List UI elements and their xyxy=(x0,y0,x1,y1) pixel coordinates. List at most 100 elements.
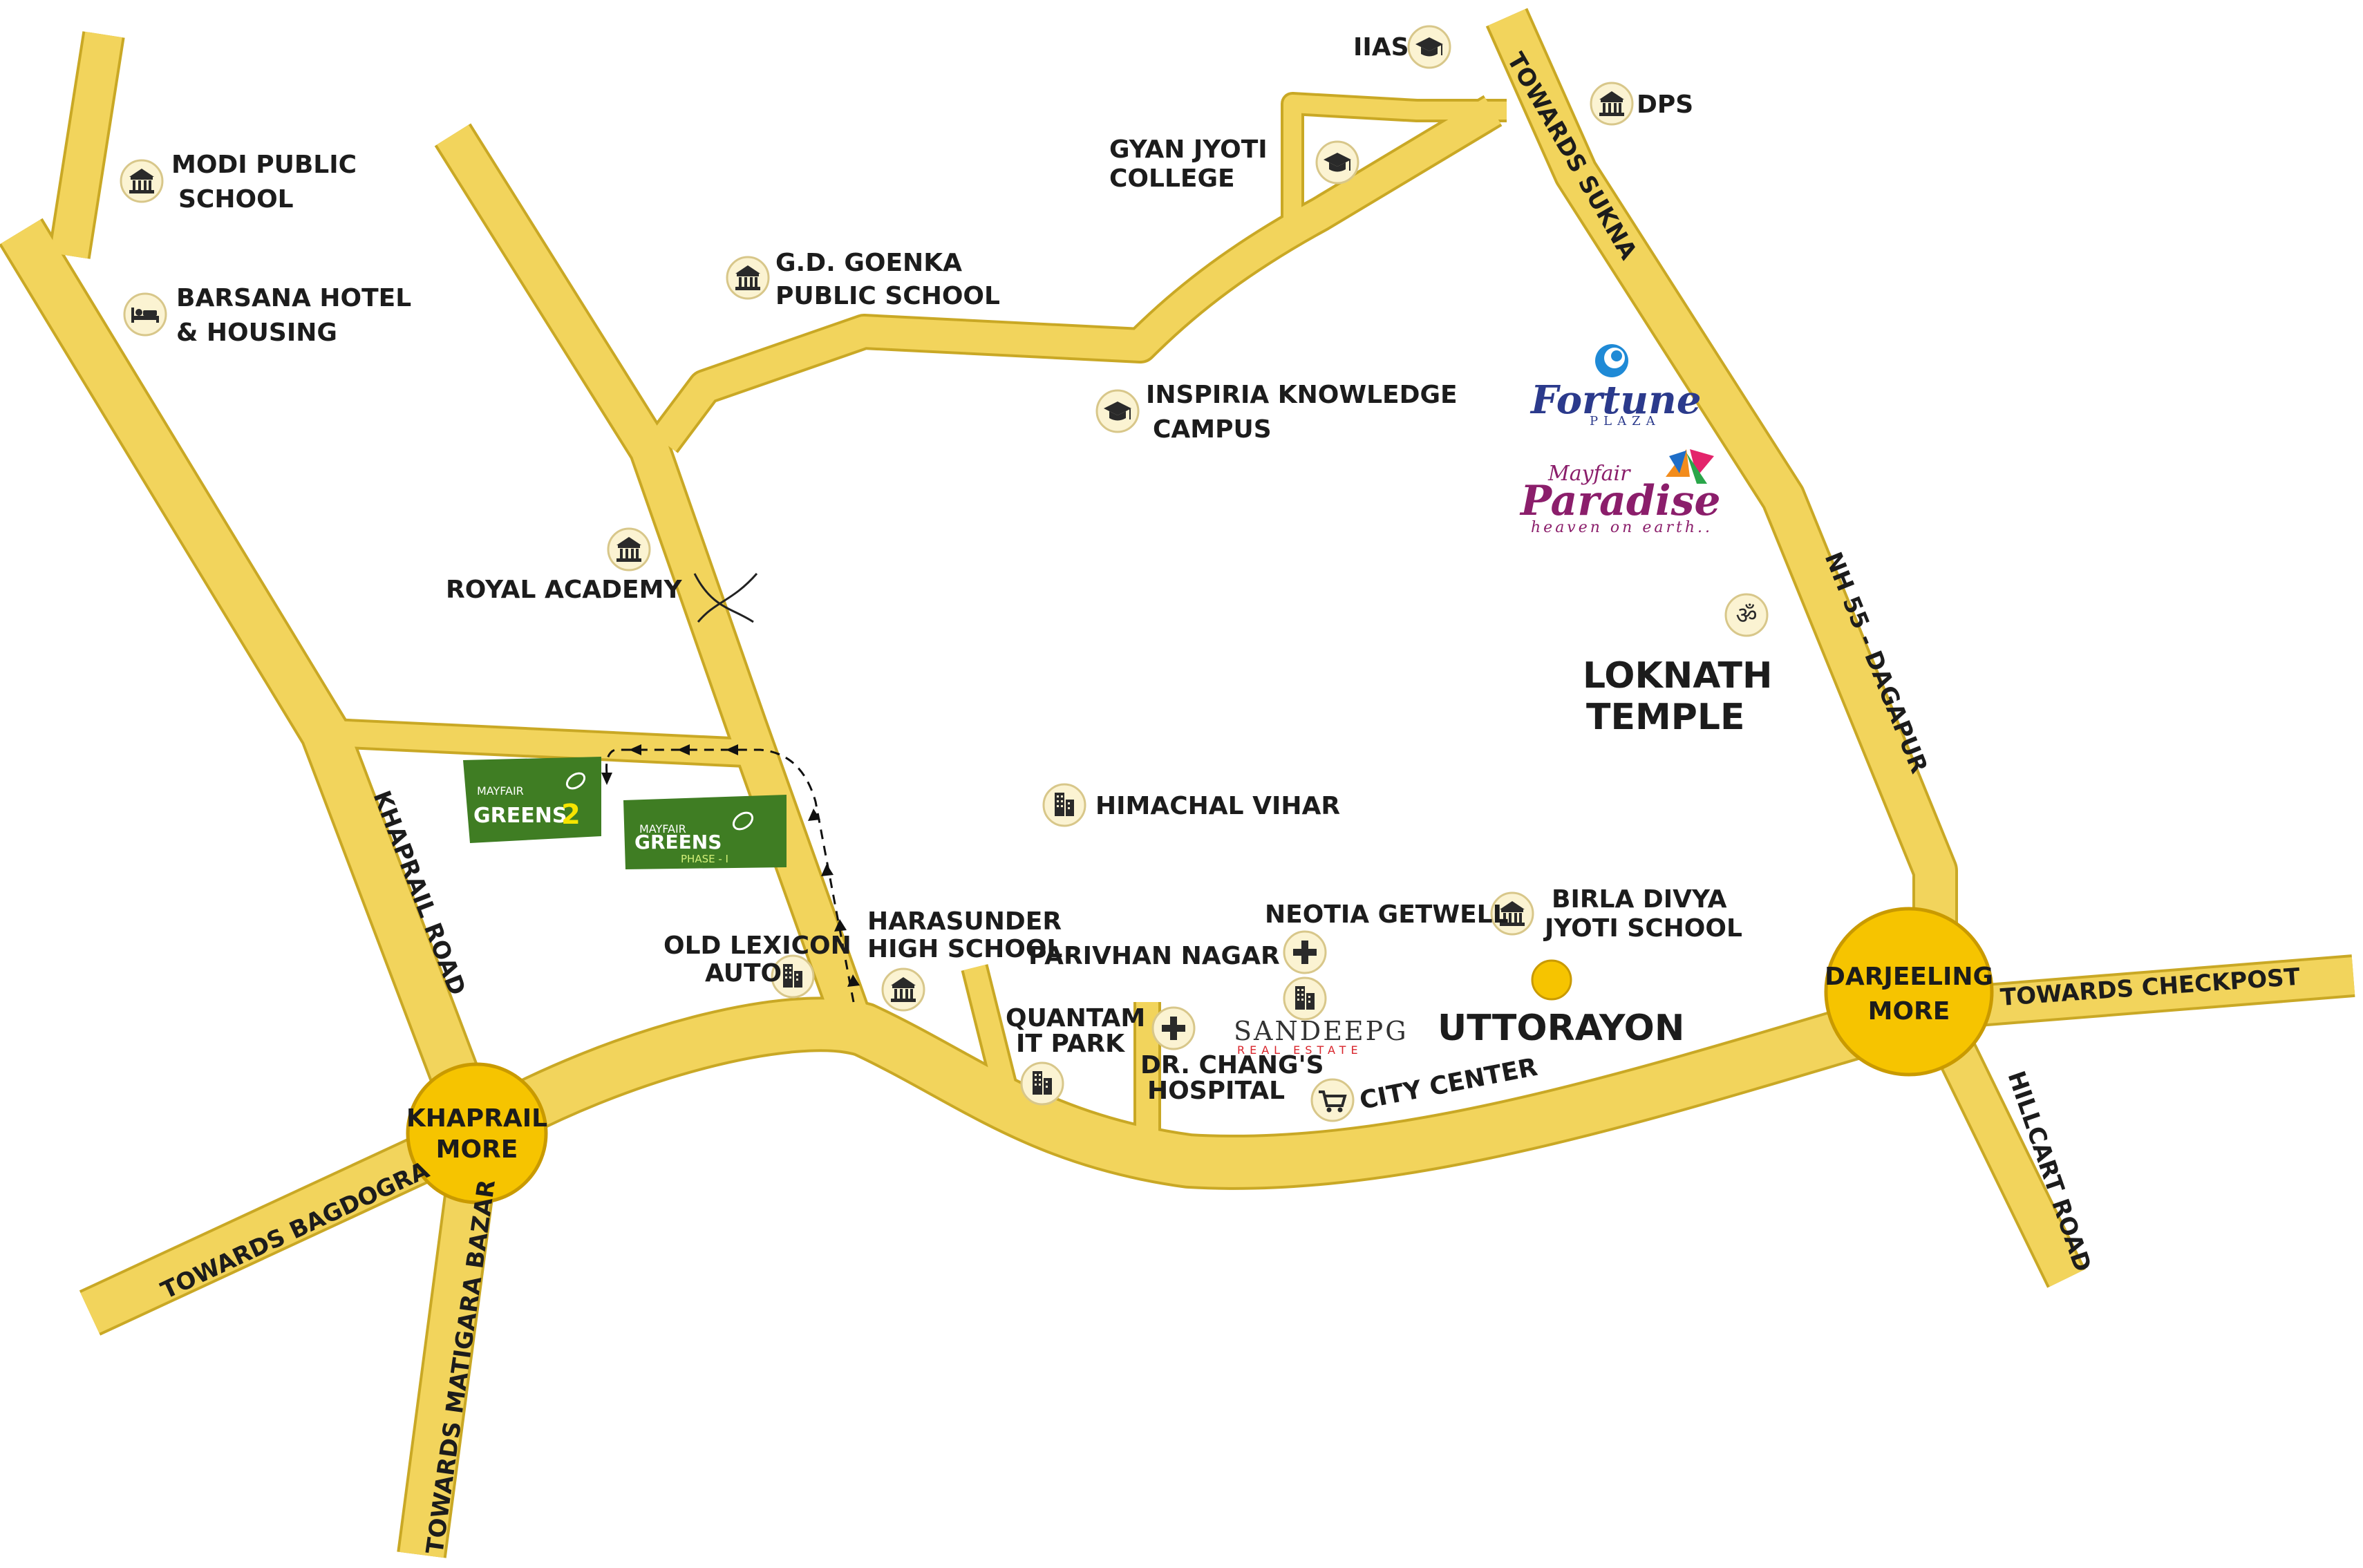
greens-name: GREENS xyxy=(473,804,567,828)
place-label: INSPIRIA KNOWLEDGE xyxy=(1146,381,1458,409)
place-label: HOSPITAL xyxy=(1147,1077,1285,1105)
place-label: DPS xyxy=(1637,91,1693,119)
place-neotia-getwell[interactable]: NEOTIA GETWELL xyxy=(1265,900,1509,974)
shopping-cart-icon xyxy=(1310,1078,1355,1122)
place-label: BIRLA DIVYA xyxy=(1552,885,1727,914)
place-label: OLD LEXICON xyxy=(663,932,851,960)
place-label: LOKNATH xyxy=(1583,655,1773,697)
place-label: PARIVHAN NAGAR xyxy=(1028,942,1280,970)
paradise-tagline: heaven on earth.. xyxy=(1531,519,1713,536)
place-label: BARSANA HOTEL xyxy=(176,284,411,312)
place-iias[interactable]: IIAS xyxy=(1353,25,1451,69)
gyan-jyoti-loop xyxy=(1283,95,1507,235)
sandeepg-sub: REAL ESTATE xyxy=(1237,1043,1363,1057)
paradise-flower-icon xyxy=(1666,449,1714,484)
mayfair-greens-1-board[interactable]: MAYFAIR GREENS PHASE - I xyxy=(623,795,787,869)
place-label: UTTORAYON xyxy=(1438,1008,1684,1049)
road-to-bagdogra xyxy=(80,1113,487,1334)
place-gd-goenka[interactable]: G.D. GOENKA PUBLIC SCHOOL xyxy=(726,249,1000,310)
place-loknath-temple[interactable]: LOKNATH TEMPLE xyxy=(1583,593,1773,738)
school-building-icon xyxy=(726,256,770,300)
place-label: HIMACHAL VIHAR xyxy=(1095,792,1340,820)
hotel-bed-icon xyxy=(123,292,167,337)
road-network xyxy=(0,8,2355,1558)
place-label: HIGH SCHOOL xyxy=(867,935,1062,963)
road-label-bagdogra: TOWARDS BAGDOGRA xyxy=(157,1156,434,1305)
place-label: HARASUNDER xyxy=(867,907,1062,936)
fortune-sub: PLAZA xyxy=(1590,414,1661,428)
place-barsana-hotel[interactable]: BARSANA HOTEL & HOUSING xyxy=(123,284,411,347)
place-royal-academy[interactable]: ROYAL ACADEMY xyxy=(446,527,682,604)
fortune-swirl-icon xyxy=(1595,344,1628,377)
place-dps[interactable]: DPS xyxy=(1590,82,1693,126)
khaprail-more-junction[interactable]: KHAPRAIL MORE xyxy=(406,1062,548,1205)
place-label: TEMPLE xyxy=(1586,697,1745,738)
place-label: JYOTI SCHOOL xyxy=(1543,914,1742,943)
place-birla-divya[interactable]: BIRLA DIVYA JYOTI SCHOOL xyxy=(1490,885,1742,943)
place-dr-changs-hospital[interactable]: DR. CHANG'S HOSPITAL xyxy=(1140,1006,1324,1105)
darjeeling-more-junction[interactable]: DARJEELING MORE xyxy=(1824,907,1994,1077)
place-label: CAMPUS xyxy=(1153,415,1272,444)
school-building-icon xyxy=(120,159,164,203)
om-icon xyxy=(1724,593,1769,637)
leaf-icon xyxy=(565,772,586,790)
apartment-icon xyxy=(1042,783,1086,827)
place-gyan-jyoti-college[interactable]: GYAN JYOTI COLLEGE xyxy=(1109,135,1359,193)
junction-label-line1: DARJEELING xyxy=(1825,963,1993,991)
apartment-icon xyxy=(1020,1061,1064,1106)
sandeepg-name: SANDEEPG xyxy=(1234,1016,1409,1046)
leaf-icon xyxy=(732,811,754,831)
junction-label-line2: MORE xyxy=(436,1135,518,1164)
school-building-icon xyxy=(881,967,925,1012)
place-label: QUANTAM xyxy=(1006,1004,1145,1032)
road-to-matigara xyxy=(399,1130,499,1558)
place-uttorayon[interactable]: UTTORAYON xyxy=(1438,959,1684,1049)
place-himachal-vihar[interactable]: HIMACHAL VIHAR xyxy=(1042,783,1340,827)
place-label: AUTO xyxy=(705,959,782,988)
quantam-lane xyxy=(963,965,1020,1108)
fortune-plaza-logo[interactable]: Fortune PLAZA xyxy=(1529,344,1701,428)
graduation-cap-icon xyxy=(1095,389,1140,433)
hospital-cross-icon xyxy=(1151,1006,1196,1050)
central-road xyxy=(437,124,868,1023)
apartment-icon xyxy=(1283,976,1327,1021)
place-label: NEOTIA GETWELL xyxy=(1265,900,1509,929)
graduation-cap-icon xyxy=(1407,25,1451,69)
place-old-lexicon-auto[interactable]: OLD LEXICON AUTO xyxy=(663,932,851,999)
fortune-name: Fortune xyxy=(1529,377,1701,423)
mayfair-greens-2-board[interactable]: MAYFAIR GREENS 2 xyxy=(463,757,601,843)
place-label: PUBLIC SCHOOL xyxy=(775,282,1000,310)
place-inspiria[interactable]: INSPIRIA KNOWLEDGE CAMPUS xyxy=(1095,381,1458,444)
graduation-cap-icon xyxy=(1315,140,1359,185)
rail-crossing xyxy=(693,573,758,623)
greens-name: GREENS xyxy=(634,831,722,853)
place-label: ROYAL ACADEMY xyxy=(446,576,682,604)
junction-label-line1: KHAPRAIL xyxy=(406,1104,547,1133)
greens-top: MAYFAIR xyxy=(477,784,524,797)
hospital-cross-icon xyxy=(1283,930,1327,974)
school-building-icon xyxy=(607,527,651,572)
place-label: COLLEGE xyxy=(1109,164,1235,193)
place-label: MODI PUBLIC xyxy=(171,151,357,179)
place-label: IT PARK xyxy=(1016,1030,1125,1058)
sandeepg-logo[interactable]: SANDEEPG REAL ESTATE xyxy=(1234,976,1409,1057)
greens-phase: PHASE - I xyxy=(681,853,728,865)
road-to-checkpost xyxy=(1933,957,2355,1028)
route-arrows xyxy=(601,744,860,1003)
place-label: & HOUSING xyxy=(176,319,337,347)
place-label: DR. CHANG'S xyxy=(1140,1051,1324,1079)
main-road xyxy=(464,985,1942,1187)
greens-number: 2 xyxy=(561,799,581,831)
road-north-west xyxy=(50,31,122,259)
road-label-sukna: TOWARDS SUKNA xyxy=(1501,48,1642,265)
mayfair-paradise-logo[interactable]: Mayfair Paradise heaven on earth.. xyxy=(1519,449,1721,536)
paradise-name: Paradise xyxy=(1519,477,1721,525)
place-modi-public-school[interactable]: MODI PUBLIC SCHOOL xyxy=(120,151,357,214)
paradise-top: Mayfair xyxy=(1547,462,1631,486)
place-parivhan-nagar[interactable]: PARIVHAN NAGAR xyxy=(1028,942,1280,970)
place-quantam-it-park[interactable]: QUANTAM IT PARK xyxy=(1006,1004,1145,1106)
khaprail-road xyxy=(1,219,498,1142)
place-harasunder-high-school[interactable]: HARASUNDER HIGH SCHOOL xyxy=(867,907,1062,1012)
school-building-icon xyxy=(1590,82,1634,126)
